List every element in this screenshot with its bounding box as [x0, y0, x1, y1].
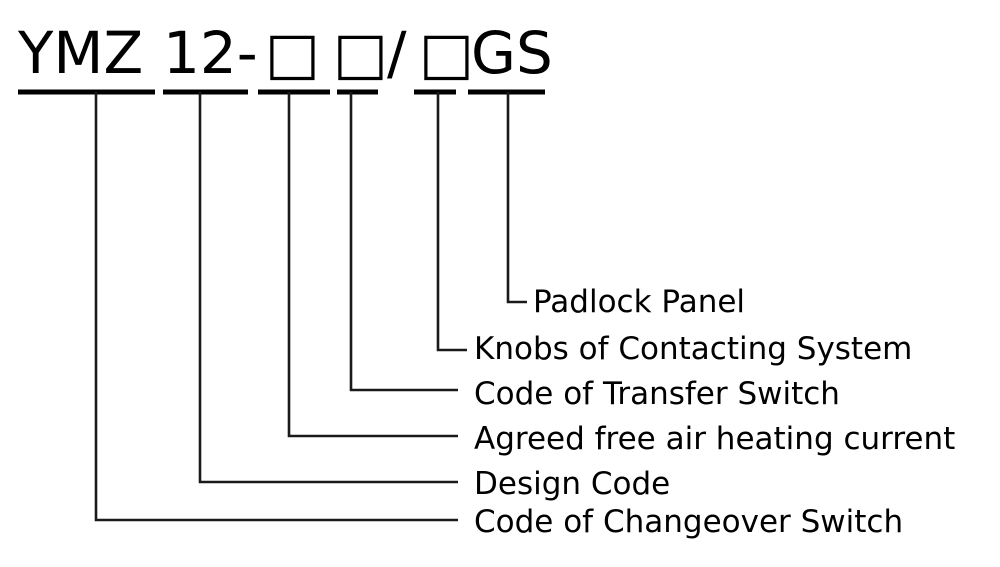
leader-padlock [506, 92, 527, 304]
placeholder-box-2: □ [333, 19, 388, 87]
leader-transfer [349, 92, 458, 392]
placeholder-box-1: □ [265, 19, 320, 87]
leader-design [198, 92, 458, 484]
leader-changeover [94, 92, 458, 522]
callout-current: Agreed free air heating current [474, 421, 955, 457]
callout-padlock: Padlock Panel [533, 284, 745, 320]
callout-knobs: Knobs of Contacting System [474, 331, 912, 367]
leader-current [287, 92, 458, 438]
design-number: 12- [163, 19, 258, 87]
slash-separator: / [387, 19, 407, 87]
leader-knobs [436, 92, 467, 352]
callout-changeover: Code of Changeover Switch [474, 504, 903, 540]
callout-transfer: Code of Transfer Switch [474, 376, 840, 412]
leader-lines [94, 92, 527, 522]
suffix-gs: GS [471, 19, 553, 87]
placeholder-box-3: □ [419, 19, 474, 87]
series-prefix: YMZ [17, 19, 143, 87]
callout-design: Design Code [474, 466, 670, 502]
